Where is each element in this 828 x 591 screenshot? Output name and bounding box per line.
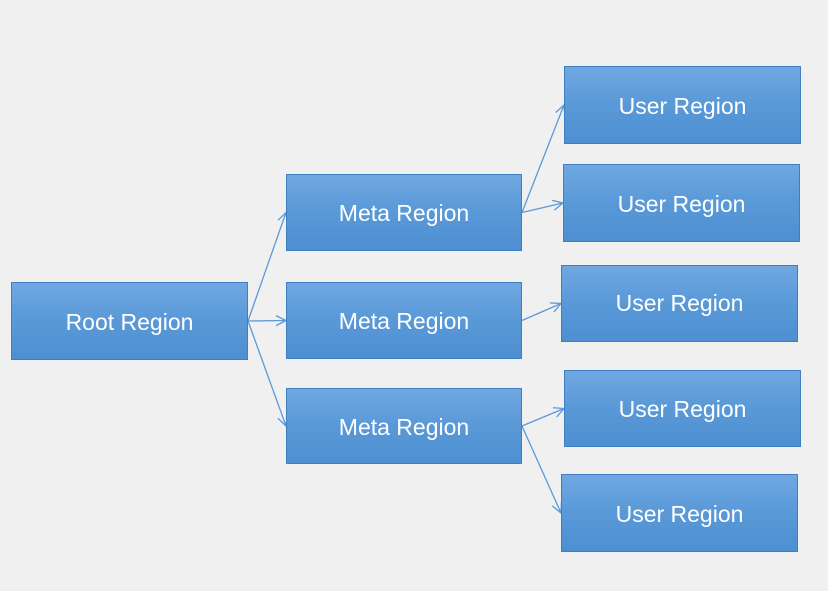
user-region-label: User Region [615,290,744,316]
meta-region-label: Meta Region [338,413,470,440]
connector-arrow [247,321,286,322]
meta-region-node: Meta Region [286,174,522,251]
user-region-label: User Region [618,93,747,119]
connector-arrow [521,304,561,322]
user-region-node: User Region [563,164,800,242]
root-region-label: Root Region [65,308,194,335]
meta-region-label: Meta Region [338,308,470,334]
meta-region-label: Meta Region [338,200,470,226]
connector-arrow [521,425,561,513]
connector-arrow [521,105,564,213]
user-region-node: User Region [564,370,801,447]
user-region-node: User Region [561,474,798,552]
user-region-node: User Region [564,66,801,144]
meta-region-node: Meta Region [286,388,522,464]
user-region-node: User Region [561,265,798,342]
user-region-label: User Region [617,191,746,217]
connector-arrow [247,320,286,426]
meta-region-node: Meta Region [286,282,522,359]
root-region-node: Root Region [11,282,248,360]
connector-arrow [247,213,286,322]
user-region-label: User Region [618,396,747,422]
connector-arrow [521,409,564,427]
user-region-label: User Region [615,501,744,527]
connector-arrow [521,203,563,214]
